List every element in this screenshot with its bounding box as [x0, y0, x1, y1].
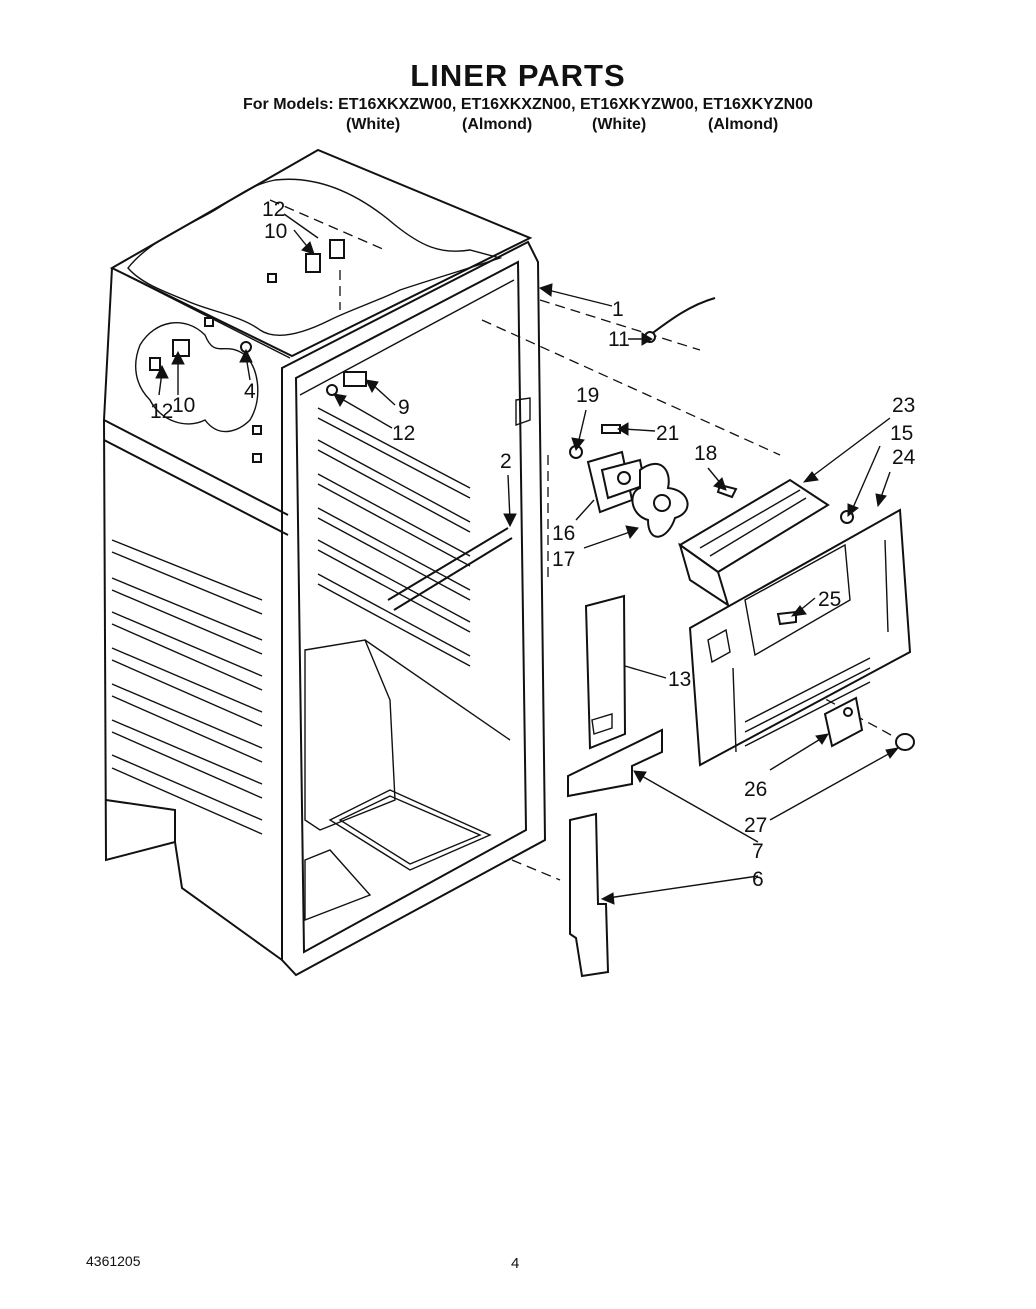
plug-27 [895, 733, 915, 751]
callout-4: 4 [244, 380, 256, 403]
callout-13: 13 [668, 668, 691, 691]
wire-harness-11 [649, 297, 716, 336]
fan-motor-assembly [569, 424, 689, 538]
callout-10-side: 10 [172, 394, 195, 417]
evaporator-cover-24 [688, 508, 912, 767]
cabinet-illustration [102, 148, 547, 977]
callout-labels: 1 11 12 10 12 10 4 9 12 2 19 21 18 16 17… [150, 198, 916, 891]
callout-26: 26 [744, 778, 767, 801]
page-number: 4 [511, 1255, 520, 1272]
callout-1: 1 [612, 298, 624, 321]
callout-6: 6 [752, 868, 764, 891]
duct-13-slot [591, 713, 613, 735]
color-label-3: (White) [592, 116, 647, 133]
plate-26 [823, 696, 864, 748]
duct-6 [569, 812, 610, 978]
bracket-clip-10-side [149, 339, 190, 371]
callout-27: 27 [744, 814, 767, 837]
air-grille-23 [678, 478, 830, 608]
callout-16: 16 [552, 522, 575, 545]
callout-10-top: 10 [264, 220, 287, 243]
bracket-clip-10-top [305, 239, 345, 273]
callout-7: 7 [752, 840, 764, 863]
screw-25 [776, 610, 797, 626]
callout-11: 11 [608, 328, 630, 351]
color-label-2: (Almond) [462, 116, 533, 133]
bracket-9 [326, 371, 367, 396]
callout-18: 18 [694, 442, 717, 465]
leader-lines [155, 213, 900, 905]
callout-12-top: 12 [262, 198, 285, 221]
callout-15: 15 [890, 422, 913, 445]
callout-12-inner: 12 [392, 422, 415, 445]
duct-13 [584, 594, 627, 750]
document-number: 4361205 [86, 1253, 141, 1269]
callout-21: 21 [656, 422, 679, 445]
callout-25: 25 [818, 588, 841, 611]
page-title: LINER PARTS [410, 58, 626, 93]
side-ribs [111, 539, 263, 835]
shelf-rails [317, 407, 471, 667]
callout-17: 17 [552, 548, 575, 571]
callout-23: 23 [892, 394, 915, 417]
color-label-4: (Almond) [708, 116, 779, 133]
callout-12-side: 12 [150, 400, 173, 423]
models-line: For Models: ET16XKXZW00, ET16XKXZN00, ET… [243, 96, 813, 113]
callout-9: 9 [398, 396, 410, 419]
callout-2: 2 [500, 450, 512, 473]
callout-24: 24 [892, 446, 916, 469]
baffle-7 [567, 728, 663, 798]
color-label-1: (White) [346, 116, 401, 133]
callout-19: 19 [576, 384, 599, 407]
